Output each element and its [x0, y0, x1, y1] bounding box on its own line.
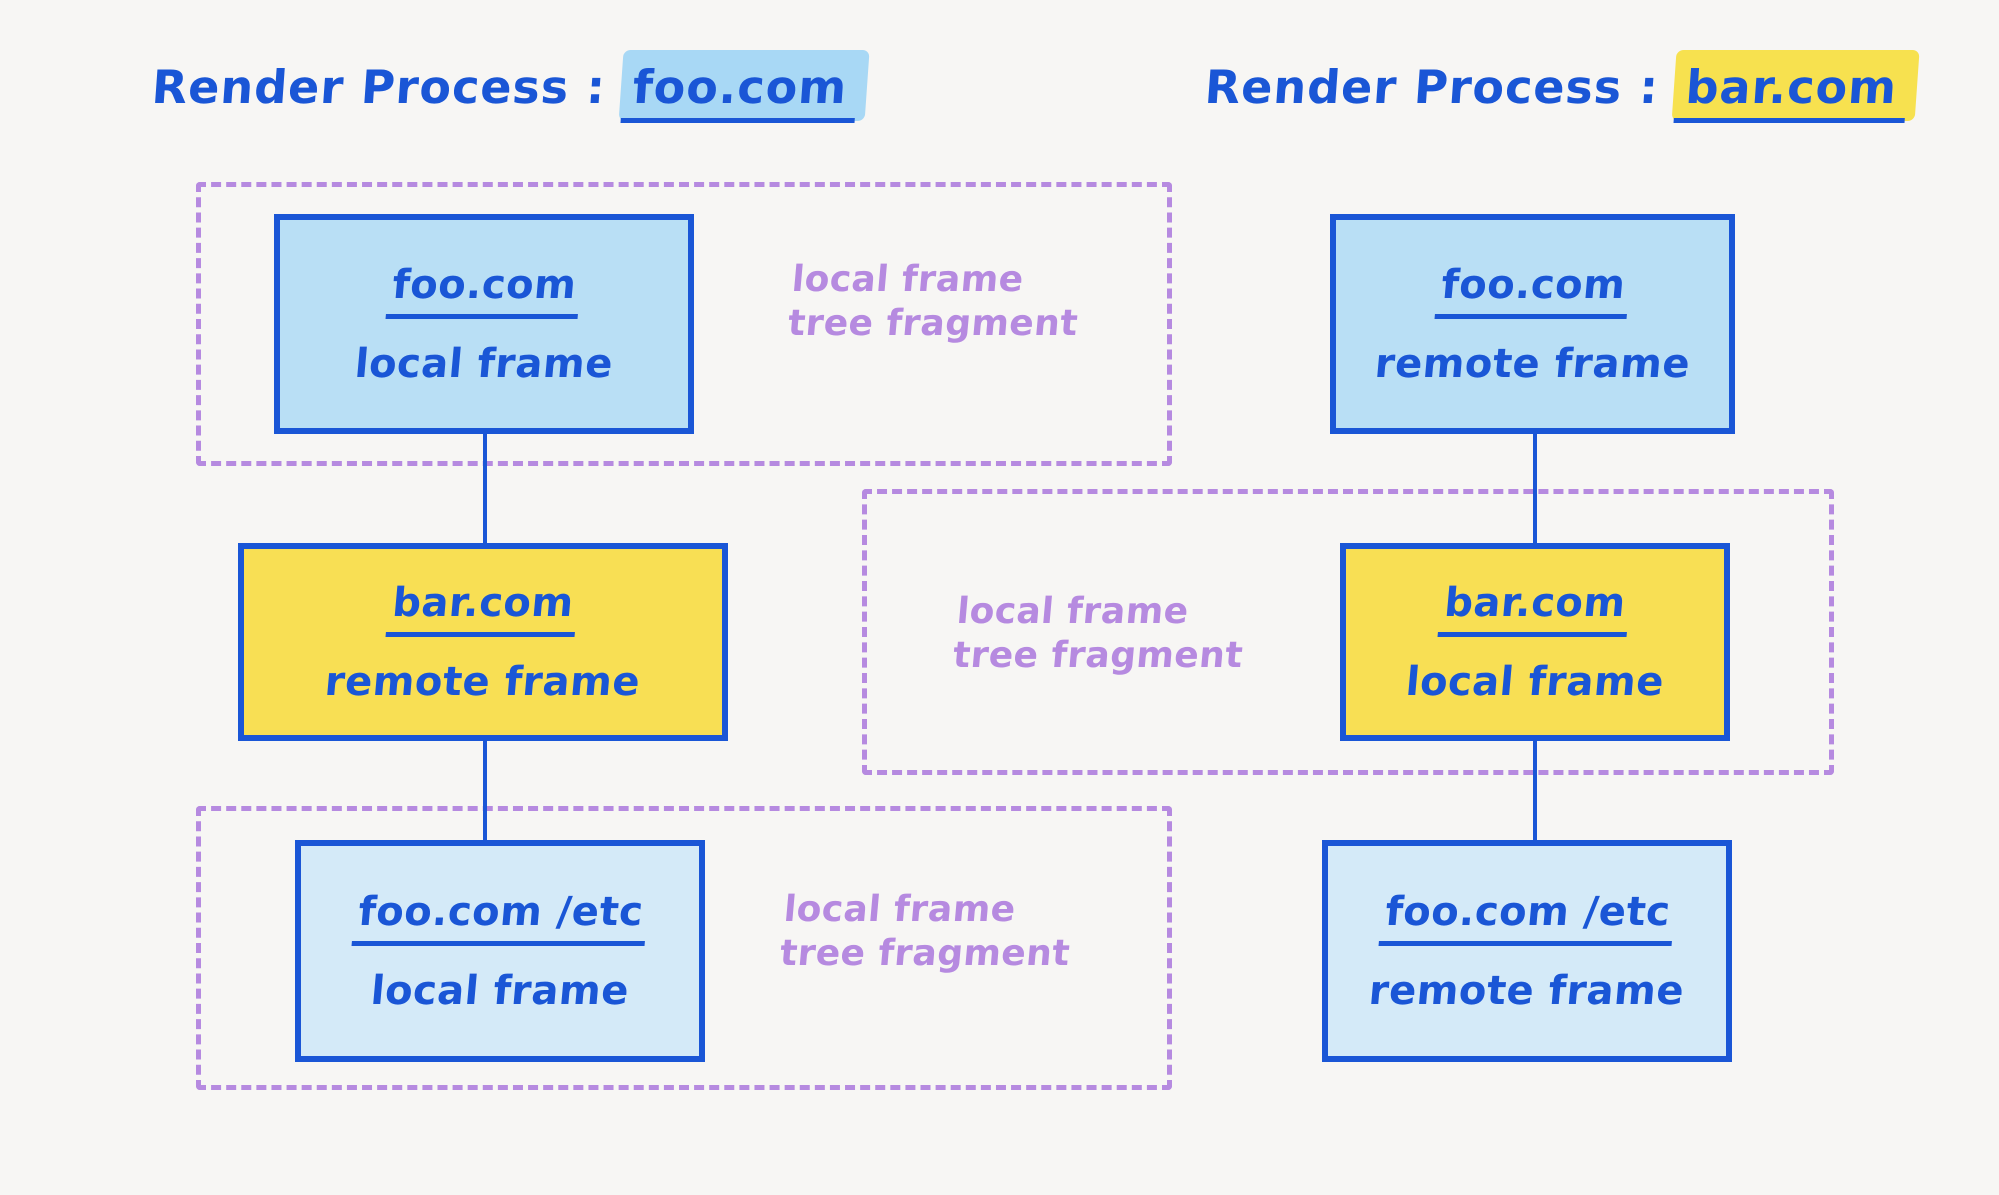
fragment-label-bottom-left: local frame tree fragment: [778, 889, 1072, 974]
process-title-bar-host: bar.com: [1673, 58, 1910, 123]
frame-box-right-bar[interactable]: bar.com local frame: [1340, 543, 1730, 741]
process-title-foo: Render Process : foo.com: [150, 58, 860, 123]
frame-url: bar.com: [1437, 579, 1633, 637]
frame-kind: remote frame: [323, 658, 643, 705]
frame-box-left-foo-etc[interactable]: foo.com /etc local frame: [295, 840, 705, 1062]
frame-box-right-foo-etc[interactable]: foo.com /etc remote frame: [1322, 840, 1732, 1062]
connector-right-1: [1533, 434, 1537, 544]
frame-url: foo.com /etc: [1378, 888, 1676, 946]
frame-kind: local frame: [1404, 658, 1666, 705]
frame-url: foo.com: [385, 261, 583, 319]
frame-box-right-foo-root[interactable]: foo.com remote frame: [1330, 214, 1735, 434]
process-title-bar: Render Process : bar.com: [1203, 58, 1910, 123]
fragment-label-top-left: local frame tree fragment: [786, 259, 1080, 344]
connector-left-1: [483, 434, 487, 544]
connector-right-2: [1533, 740, 1537, 840]
process-title-bar-prefix: Render Process :: [1203, 60, 1678, 114]
frame-box-left-bar[interactable]: bar.com remote frame: [238, 543, 728, 741]
frame-kind: remote frame: [1372, 340, 1693, 387]
fragment-region-top-left: [196, 182, 1172, 466]
connector-left-2: [483, 740, 487, 840]
fragment-label-middle: local frame tree fragment: [951, 591, 1245, 676]
process-title-foo-prefix: Render Process :: [150, 60, 625, 114]
frame-url: bar.com: [385, 579, 581, 637]
frame-url: foo.com /etc: [351, 888, 649, 946]
frame-url: foo.com: [1434, 261, 1631, 319]
process-title-foo-host: foo.com: [620, 58, 860, 123]
frame-kind: remote frame: [1367, 967, 1687, 1014]
frame-box-left-foo-root[interactable]: foo.com local frame: [274, 214, 694, 434]
frame-kind: local frame: [353, 340, 615, 387]
fragment-region-bottom-left: [196, 806, 1172, 1090]
fragment-region-middle: [862, 489, 1834, 775]
frame-kind: local frame: [369, 967, 631, 1014]
